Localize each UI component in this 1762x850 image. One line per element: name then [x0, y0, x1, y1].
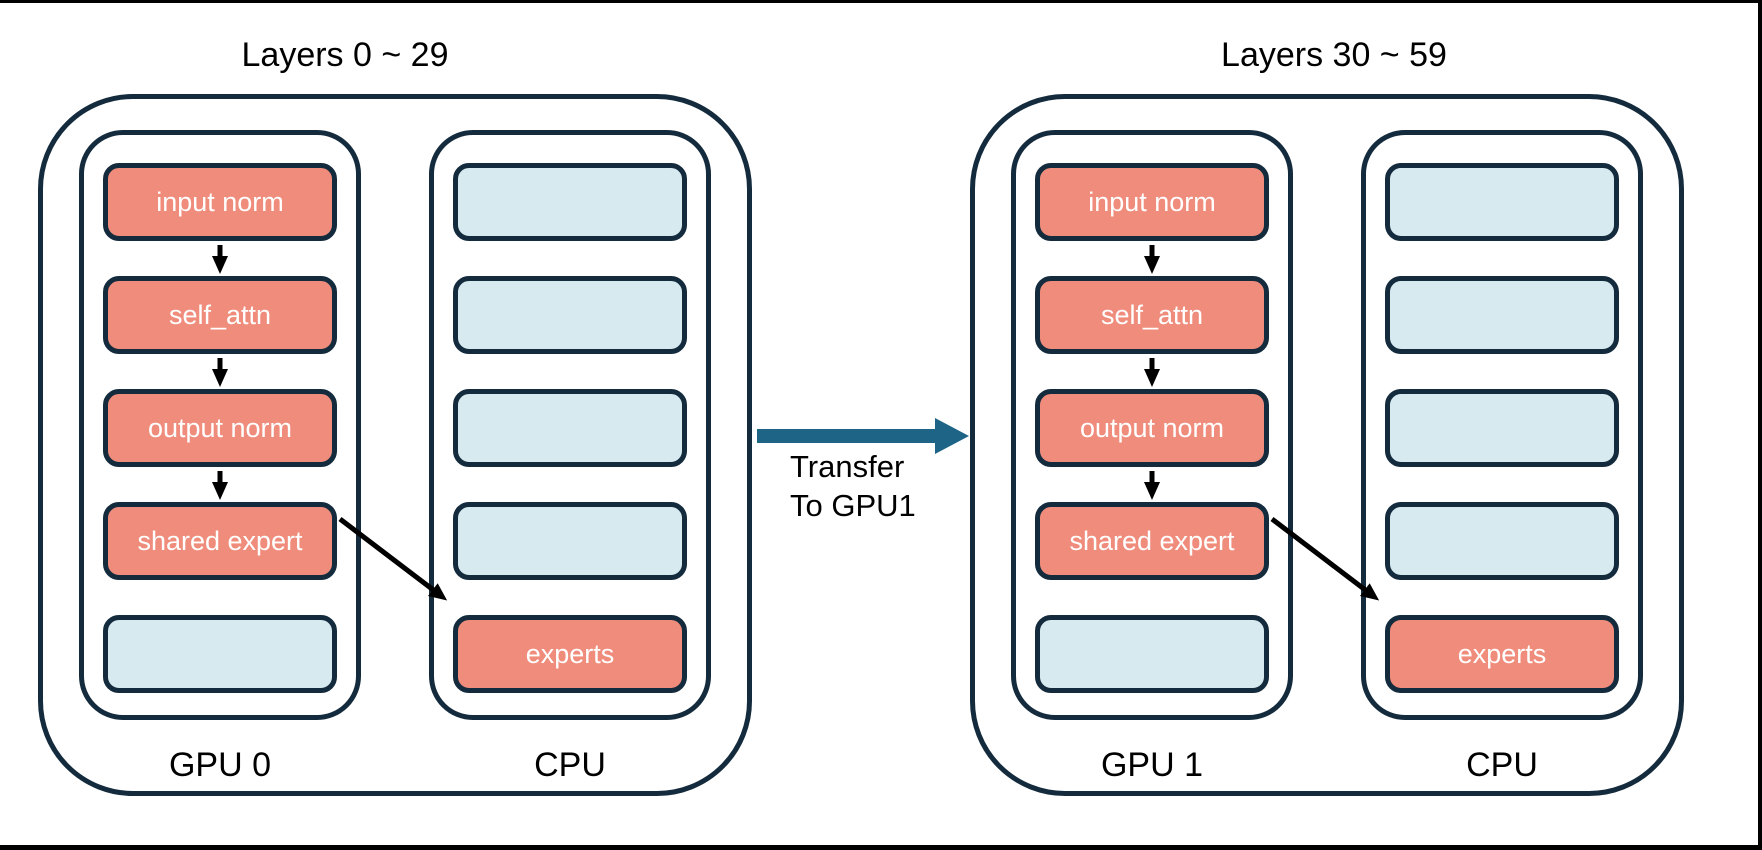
window-frame-top	[0, 0, 1762, 3]
window-frame-right	[1758, 0, 1762, 850]
module-box-self-attn: self_attn	[103, 276, 337, 354]
module-box-shared-expert: shared expert	[1035, 502, 1269, 580]
module-box-shared-expert: shared expert	[103, 502, 337, 580]
transfer-label: Transfer To GPU1	[790, 447, 916, 525]
empty-slot	[453, 163, 687, 241]
transfer-label-line1: Transfer	[790, 449, 905, 484]
module-box-experts: experts	[1385, 615, 1619, 693]
empty-slot	[453, 502, 687, 580]
empty-slot	[453, 276, 687, 354]
device-label-cpu-left: CPU	[534, 746, 606, 784]
empty-slot	[1385, 276, 1619, 354]
empty-slot	[1385, 502, 1619, 580]
group-title-layers-0-29: Layers 0 ~ 29	[241, 36, 449, 74]
module-box-output-norm: output norm	[103, 389, 337, 467]
empty-slot	[1385, 389, 1619, 467]
module-box-output-norm: output norm	[1035, 389, 1269, 467]
module-box-experts: experts	[453, 615, 687, 693]
device-label-gpu0: GPU 0	[168, 746, 272, 784]
empty-slot	[103, 615, 337, 693]
empty-slot	[1035, 615, 1269, 693]
group-title-layers-30-59: Layers 30 ~ 59	[1221, 36, 1447, 74]
device-label-cpu-right: CPU	[1466, 746, 1538, 784]
module-box-self-attn: self_attn	[1035, 276, 1269, 354]
device-label-gpu1: GPU 1	[1100, 746, 1204, 784]
window-frame-bottom	[0, 845, 1762, 850]
empty-slot	[1385, 163, 1619, 241]
module-box-input-norm: input norm	[103, 163, 337, 241]
module-box-input-norm: input norm	[1035, 163, 1269, 241]
transfer-label-line2: To GPU1	[790, 488, 916, 523]
empty-slot	[453, 389, 687, 467]
